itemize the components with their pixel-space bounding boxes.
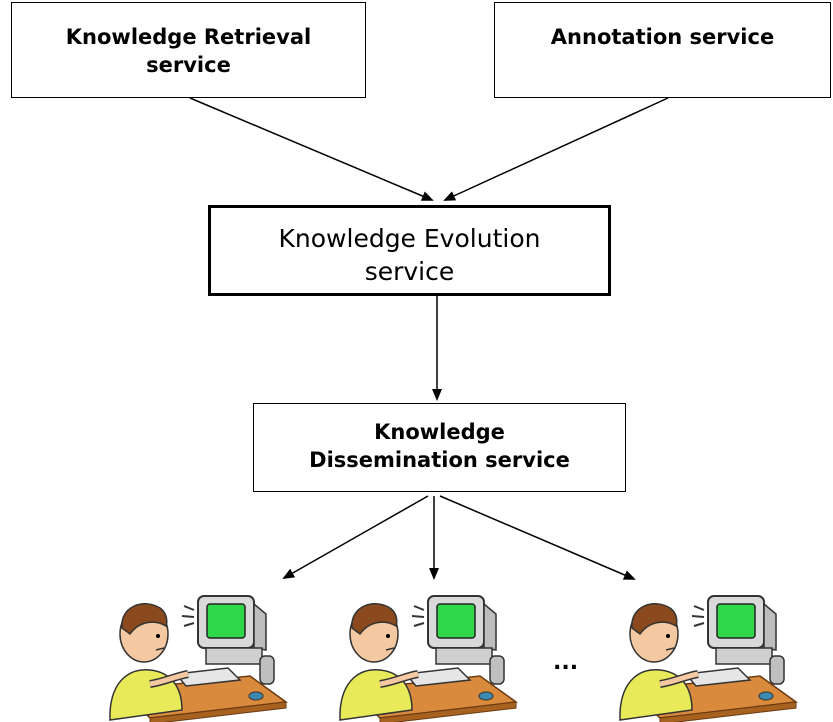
user-at-computer-icon	[620, 596, 796, 722]
knowledge-retrieval-service-node: Knowledge Retrieval service	[11, 2, 366, 98]
annotation-service-node: Annotation service	[494, 2, 831, 98]
arrow-retrieval-to-evolution	[189, 97, 434, 201]
node-label-line: Knowledge	[374, 420, 505, 444]
node-label-line: service	[364, 257, 455, 286]
node-label-line: service	[146, 53, 231, 77]
arrow-annotation-to-evolution	[443, 97, 669, 201]
knowledge-evolution-service-node: Knowledge Evolution service	[208, 205, 611, 296]
arrow-dissemination-to-user-3	[439, 495, 636, 580]
node-label-line: Knowledge Retrieval	[65, 25, 312, 49]
more-users-ellipsis: ...	[553, 650, 579, 675]
node-label-line: Knowledge Evolution	[278, 224, 541, 253]
user-at-computer-icon	[110, 596, 286, 722]
arrow-dissemination-to-user-1	[282, 495, 429, 579]
knowledge-dissemination-service-node: Knowledge Dissemination service	[253, 403, 626, 492]
node-label-line: Dissemination service	[309, 448, 570, 472]
user-at-computer-icon	[340, 596, 516, 722]
node-label-line: Annotation service	[550, 25, 775, 49]
